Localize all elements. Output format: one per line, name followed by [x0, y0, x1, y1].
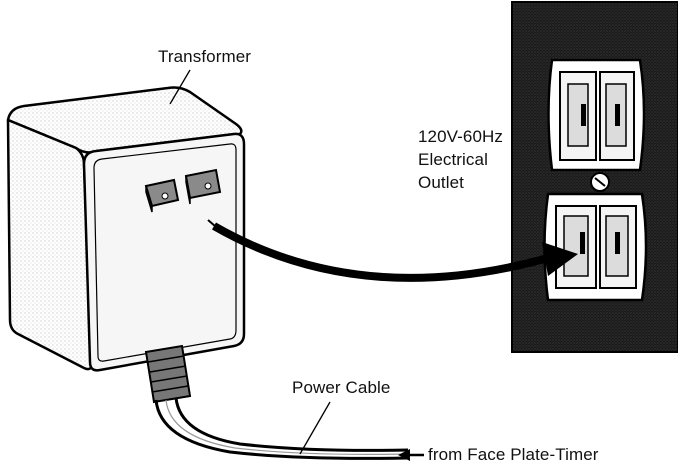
outlet-label: 120V-60Hz Electrical Outlet — [418, 125, 503, 194]
outlet-label-line1: 120V-60Hz — [418, 127, 504, 146]
transformer-leader-line — [169, 69, 191, 105]
power-cable — [154, 397, 409, 460]
plug-in-arrow — [207, 219, 578, 282]
upper-receptacle — [547, 58, 646, 172]
from-timer-arrow — [398, 449, 424, 461]
power-cable-leader-line — [299, 401, 331, 455]
right-prong — [184, 168, 222, 205]
power-cable-label: Power Cable — [292, 378, 391, 397]
transformer-label: Transformer — [158, 47, 252, 66]
outlet-label-line2: Electrical — [418, 150, 488, 169]
cable-strain-relief — [144, 344, 192, 404]
transformer — [6, 86, 246, 404]
wall-outlet — [511, 1, 678, 353]
transformer-front-face — [82, 132, 246, 372]
left-prong — [144, 178, 180, 213]
transformer-side-face — [6, 118, 94, 371]
outlet-label-line3: Outlet — [418, 173, 464, 192]
from-timer-label: from Face Plate-Timer — [428, 445, 599, 464]
outlet-screw — [590, 172, 610, 192]
lower-receptacle — [543, 192, 648, 302]
